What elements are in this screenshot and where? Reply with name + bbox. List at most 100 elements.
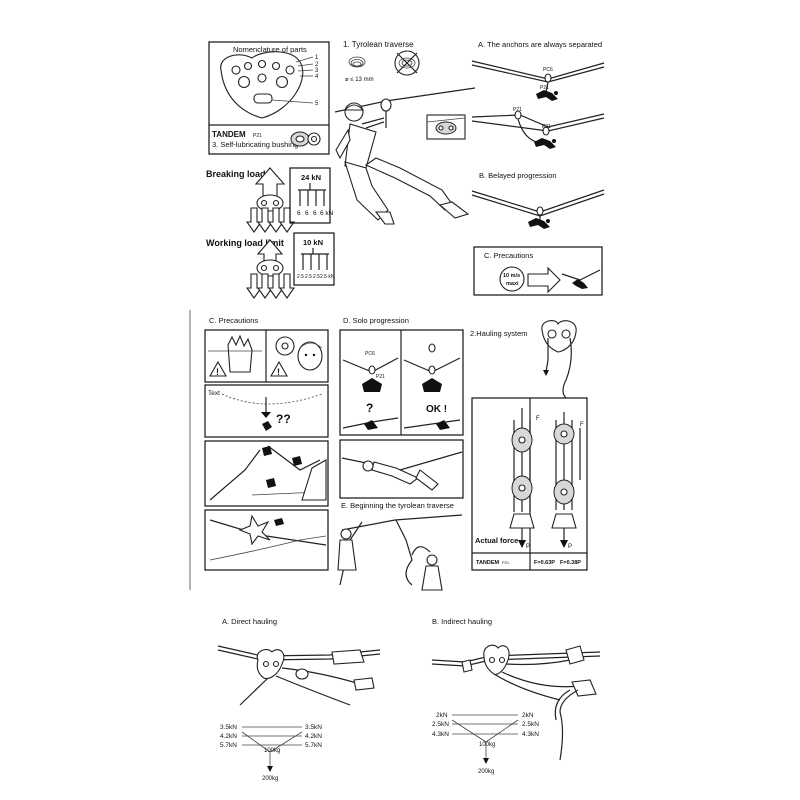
indirect-title: B. Indirect hauling (432, 617, 492, 626)
solo-title: D. Solo progression (343, 316, 409, 325)
precautions-top-panel: C. Precautions 10 m/s maxi (473, 246, 603, 296)
indirect-load: 100kg (479, 742, 495, 748)
warning-icon-1 (209, 360, 227, 377)
hair-caught-drawing (297, 341, 323, 371)
rope-spec: ⌀ ≤ 13 mm (345, 77, 374, 83)
precautions-top-title: C. Precautions (484, 251, 533, 260)
tyrolean-panel: 1. Tyrolean traverse ⌀ ≤ 13 mm (334, 40, 476, 225)
breaking-load-title: Breaking load (206, 169, 266, 179)
solo-code-a: PC6 (365, 351, 375, 357)
working-part-2: 2.5 (305, 274, 312, 280)
anchors-title: A. The anchors are always separated (478, 40, 602, 49)
direct-left-1: 3.5kN (220, 724, 237, 731)
collision-frame (204, 440, 329, 507)
breaking-total: 24 kN (301, 173, 321, 182)
warning-icon-2 (270, 360, 288, 377)
table-tandem: TANDEM (476, 560, 500, 566)
direct-pulley-drawing (256, 649, 285, 680)
svg-text:!: ! (277, 367, 280, 377)
glove-drawing (227, 334, 253, 373)
svg-text:!: ! (216, 367, 219, 377)
direct-right-2: 4.2kN (305, 733, 322, 740)
nomenclature-title: Nomenclature of parts (233, 45, 307, 54)
nomenclature-frame (208, 41, 330, 155)
indirect-total: 200kg (478, 769, 494, 775)
breaking-part-1: 6 (297, 210, 301, 217)
working-kn-box (293, 232, 335, 286)
working-total: 10 kN (303, 238, 323, 247)
force-p-right: P (568, 544, 572, 550)
tyrolean-title: 1. Tyrolean traverse (343, 40, 414, 49)
tandem-code: P21 (253, 133, 262, 139)
working-part-3: 2.5 (313, 274, 320, 280)
indirect-right-3: 4.3kN (522, 731, 539, 738)
solo-ok: OK ! (426, 404, 447, 415)
direct-right-1: 3.5kN (305, 724, 322, 731)
indirect-hauling-panel: B. Indirect hauling 2kN 2.5kN 4.3kN 2kN … (431, 617, 601, 775)
indirect-pulley-drawing (483, 644, 510, 676)
direct-left-3: 5.7kN (220, 742, 237, 749)
hanging-frame (339, 439, 464, 499)
indirect-left-2: 2.5kN (432, 721, 449, 728)
indirect-right-2: 2.5kN (522, 721, 539, 728)
part-number-4: 4 (315, 74, 319, 80)
working-load-title: Working load limit (206, 238, 284, 248)
direct-right-3: 5.7kN (305, 742, 322, 749)
breaking-kn-box (289, 167, 331, 224)
direct-load: 100kg (264, 748, 280, 754)
force-f-right: F (580, 422, 584, 428)
belayed-title: B. Belayed progression (479, 171, 557, 180)
breaking-part-4: 6 kN (320, 210, 334, 217)
breaking-load-panel: Breaking load 24 kN 6 6 6 6 kN (206, 167, 334, 233)
part-number-2: 2 (315, 62, 319, 68)
solo-question: ? (366, 401, 373, 415)
code-pc6: PC6 (543, 67, 553, 73)
indirect-right-1: 2kN (522, 712, 534, 719)
working-load-panel: Working load limit 10 kN 2.5 2.5 2.5 2.5… (206, 232, 335, 299)
direct-left-2: 4.2kN (220, 733, 237, 740)
solo-panel: D. Solo progression PC6 P21 ? OK ! (339, 316, 464, 499)
indirect-left-3: 4.3kN (432, 731, 449, 738)
part-number-3: 3 (315, 68, 319, 74)
hauling-pulley-icon (541, 320, 577, 353)
nomenclature-panel: Nomenclature of parts 1 2 3 4 5 TANDEM P… (208, 41, 330, 155)
anchors-panel: A. The anchors are always separated PC6 … (471, 40, 605, 149)
question-marks: ?? (276, 412, 291, 426)
force-f-left: F (536, 416, 540, 422)
speed-bottom: maxi (506, 281, 519, 287)
hauling-title: 2.Hauling system (470, 329, 528, 338)
breaking-part-2: 6 (305, 210, 309, 217)
table-code: P21 (502, 560, 510, 565)
precautions-mid-panel: C. Precautions ! ! Text ?? (204, 316, 329, 571)
rockfall-frame (204, 509, 329, 571)
table-f1: F=0.63P (534, 560, 555, 566)
climber-figure-2 (534, 138, 556, 149)
indirect-rope (431, 651, 601, 663)
indirect-left-1: 2kN (436, 712, 448, 719)
force-p-left: P (526, 544, 530, 550)
breaking-part-3: 6 (313, 210, 317, 217)
part-number-5: 5 (315, 101, 319, 107)
text-label: Text (208, 390, 220, 397)
direct-total: 200kg (262, 776, 278, 782)
speed-limit-icon (499, 266, 525, 292)
working-part-4: 2.5 kN (320, 274, 335, 280)
part-number-1: 1 (315, 55, 319, 61)
climber-figure-3 (528, 218, 550, 229)
text-frame (204, 384, 329, 438)
solo-code-b: P21 (376, 374, 385, 380)
belayed-panel: B. Belayed progression (471, 171, 605, 229)
rope-coil-drawing (348, 56, 366, 68)
actual-force-label: Actual force (475, 536, 518, 545)
hauling-panel: 2.Hauling system P F P (470, 320, 588, 571)
direct-title: A. Direct hauling (222, 617, 277, 626)
code-p21-a: P21 (540, 85, 549, 91)
tandem-label: TANDEM (212, 130, 246, 139)
precautions-mid-title: C. Precautions (209, 316, 258, 325)
climber-figure-1 (536, 90, 558, 101)
anchor-rope-2 (471, 113, 605, 128)
bushing-label: 3. Self-lubricating bushing (212, 140, 298, 149)
beginning-panel: E. Beginning the tyrolean traverse (337, 501, 463, 591)
code-p21-c: P21 (542, 124, 551, 130)
